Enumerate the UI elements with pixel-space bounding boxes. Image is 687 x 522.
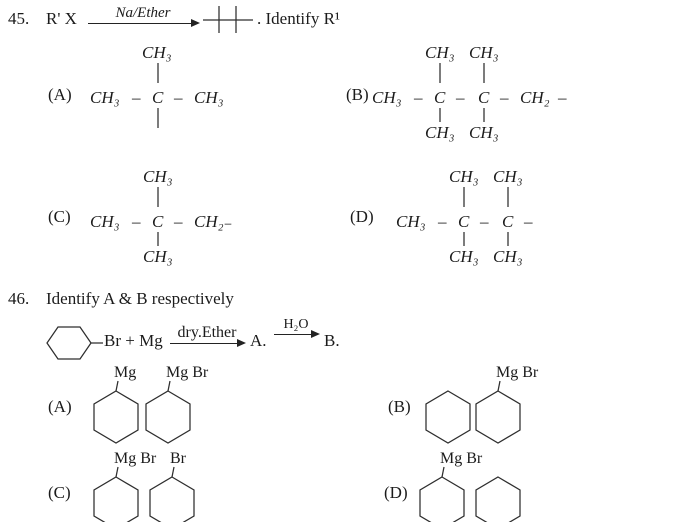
q46-number: 46.: [8, 289, 30, 308]
methyl-group: CH₃: [142, 43, 172, 62]
bond-line: [167, 380, 171, 392]
q46-option-d-label: (D): [384, 483, 408, 502]
bond-dash: –: [479, 212, 489, 231]
cyclohexane-ring-with-substituent: Mg Br: [93, 450, 157, 522]
ring-substituent-label: Br: [170, 450, 187, 467]
q45-product-skeletal-structure: [203, 6, 253, 33]
bond-dash: –: [523, 212, 533, 231]
arrow-shaft: [170, 338, 246, 347]
q45-option-d-structure: CH₃ CH₃ CH₃ – C – C – CH₃ CH₃: [396, 167, 533, 266]
q45-number: 45.: [8, 9, 30, 28]
methyl-group: CH₃: [194, 88, 224, 107]
methyl-group: CH₃: [493, 247, 523, 266]
q45-arrow-reagent-label: Na/Ether: [115, 5, 171, 21]
methyl-group: CH₃: [469, 43, 499, 62]
cyclohexane-ring-with-substituent: Br: [149, 450, 195, 522]
ring-substituent-label: Mg Br: [166, 364, 209, 381]
carbon-atom: C: [502, 212, 514, 231]
cyclohexane-ring: [475, 476, 521, 522]
bond-line: [115, 380, 119, 392]
methyl-group: CH₃: [372, 88, 402, 107]
q45-question-text: . Identify R¹: [257, 9, 340, 28]
water-label: H₂O: [283, 317, 309, 332]
q45-option-b-label: (B): [346, 85, 369, 104]
bond-dash: –: [173, 212, 183, 231]
methyl-group: CH₃: [425, 43, 455, 62]
q46-question-text: Identify A & B respectively: [46, 289, 234, 308]
methyl-group: CH₃: [449, 167, 479, 186]
q46-product-b: B.: [324, 331, 340, 350]
methyl-group: CH₃: [143, 247, 173, 266]
q45-option-a-label: (A): [48, 85, 72, 104]
dry-ether-arrow: dry.Ether: [170, 324, 246, 347]
bond-dash: –: [131, 88, 141, 107]
arrow-shaft: [88, 18, 200, 27]
bond-line: [115, 466, 119, 478]
carbon-atom: C: [478, 88, 490, 107]
bond-line: [497, 380, 501, 392]
cyclohexane-ring-with-substituent: Mg Br: [475, 364, 539, 444]
bond-dash: –: [437, 212, 447, 231]
methyl-group: CH₃: [143, 167, 173, 186]
q46-option-a-label: (A): [48, 397, 72, 416]
bond-line: [441, 466, 445, 478]
q45-option-b-structure: CH₃ CH₃ CH₃ – C – C – CH₂ – CH₃ CH₃: [372, 43, 567, 142]
ring-substituent-label: Mg: [114, 364, 136, 381]
bond-dash: –: [557, 88, 567, 107]
methyl-group: CH₃: [396, 212, 426, 231]
carbon-atom: C: [434, 88, 446, 107]
bond-dash: –: [131, 212, 141, 231]
methyl-group: CH₃: [469, 123, 499, 142]
ring-substituent-label: Mg Br: [440, 450, 483, 467]
q45-option-a-structure: CH₃ CH₃ – C – CH₃: [90, 43, 224, 128]
ring-substituent-label: Mg Br: [114, 450, 157, 467]
q45-reaction-arrow: Na/Ether: [88, 5, 200, 27]
cyclohexane-ring-with-substituent: Mg Br: [419, 450, 483, 522]
q45-reactant: R' X: [46, 9, 77, 28]
bond-dash: –: [413, 88, 423, 107]
cyclohexane-ring-with-substituent: Mg Br: [145, 364, 209, 444]
carbon-atom: C: [152, 88, 164, 107]
carbon-atom: C: [458, 212, 470, 231]
cyclohexyl-ring: [46, 326, 103, 360]
methylene-group: CH₂₋: [194, 212, 233, 231]
cyclohexane-ring: [425, 390, 471, 444]
q45-option-d-label: (D): [350, 207, 374, 226]
methyl-group: CH₃: [493, 167, 523, 186]
methyl-group: CH₃: [425, 123, 455, 142]
methyl-group: CH₃: [90, 88, 120, 107]
bond-dash: –: [499, 88, 509, 107]
dry-ether-label: dry.Ether: [177, 324, 237, 341]
bond-line: [171, 466, 175, 478]
carbon-atom: C: [152, 212, 164, 231]
q46-option-c-label: (C): [48, 483, 71, 502]
methylene-group: CH₂: [520, 88, 550, 107]
methyl-group: CH₃: [449, 247, 479, 266]
water-arrow: H₂O: [274, 317, 320, 338]
methyl-group: CH₃: [90, 212, 120, 231]
q45-option-c-label: (C): [48, 207, 71, 226]
q46-option-b-label: (B): [388, 397, 411, 416]
bond-dash: –: [455, 88, 465, 107]
bond-dash: –: [173, 88, 183, 107]
arrow-shaft: [274, 329, 320, 338]
q46-intermediate-a: A.: [250, 331, 267, 350]
cyclohexane-ring-with-substituent: Mg: [93, 364, 139, 444]
q45-option-c-structure: CH₃ CH₃ – C – CH₂₋ CH₃: [90, 167, 233, 266]
q46-reagents: Br + Mg: [104, 331, 163, 350]
ring-substituent-label: Mg Br: [496, 364, 539, 381]
